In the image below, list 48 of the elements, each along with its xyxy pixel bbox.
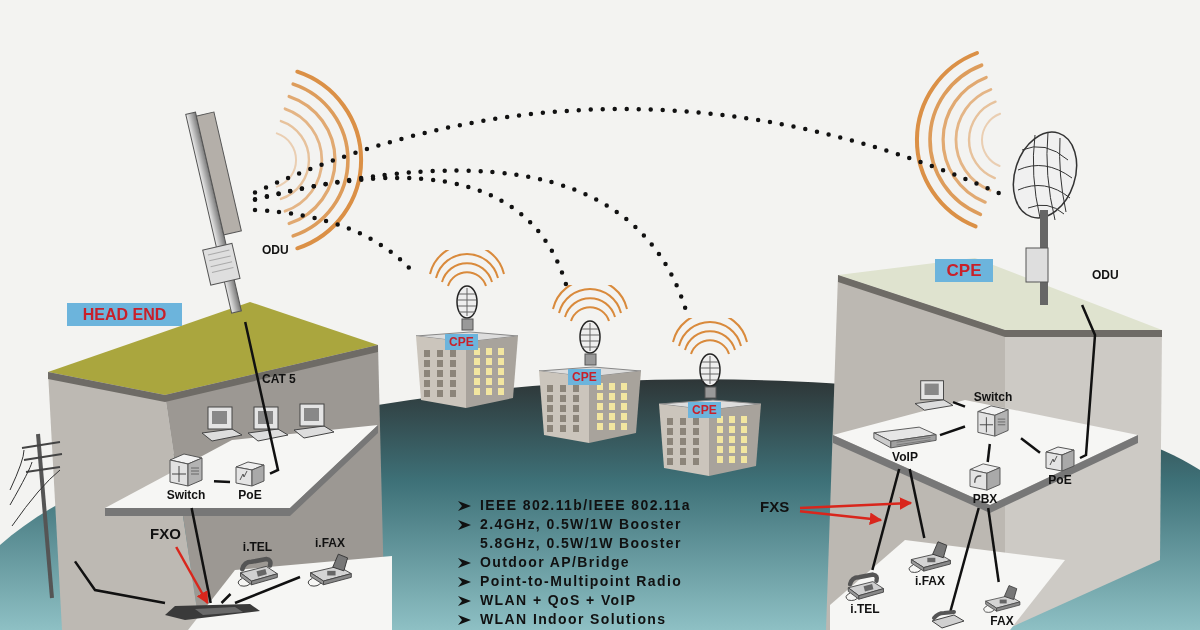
cable-line <box>939 425 966 437</box>
cable-line <box>986 507 1000 583</box>
radio-link-dotted-line <box>252 106 1003 196</box>
cable-line <box>952 400 966 408</box>
device-label: i.FAX <box>915 574 945 588</box>
device-label: PoE <box>1048 473 1072 487</box>
interface-label: FXS <box>760 498 800 520</box>
device-label: PoE <box>238 488 262 502</box>
feature-list-item: Point-to-Multipoint Radio <box>480 573 683 590</box>
cable-line <box>871 468 901 571</box>
location-tag: CPE <box>935 259 993 282</box>
device-label: Switch <box>973 390 1013 404</box>
interface-label: FXO <box>150 525 190 547</box>
device-label: i.TEL <box>850 602 880 616</box>
device-label: i.TEL <box>242 540 273 554</box>
cable-line <box>908 468 926 539</box>
location-tag: CPE <box>568 369 601 385</box>
cable-line <box>986 443 992 463</box>
feature-list-item: Outdoor AP/Bridge <box>480 554 631 571</box>
device-label: FAX <box>990 614 1014 628</box>
device-label: ODU <box>1092 268 1119 282</box>
cable-line <box>949 507 980 612</box>
cable-line <box>190 507 212 604</box>
device-label: PBX <box>972 492 998 506</box>
feature-list-item: 5.8GHz, 0.5W/1W Booster <box>480 535 682 552</box>
cable-line <box>220 593 232 604</box>
device-label: VoIP <box>892 450 918 464</box>
edge-label: CAT 5 <box>262 372 296 386</box>
device-label: ODU <box>262 243 289 257</box>
cable-line <box>213 480 231 484</box>
location-tag: CPE <box>688 402 721 418</box>
feature-list-item: WLAN + QoS + VoIP <box>480 592 637 609</box>
pointer-arrow <box>175 546 209 605</box>
pointer-arrow <box>799 509 883 525</box>
cable-line <box>234 575 301 605</box>
cable-line <box>1020 437 1041 454</box>
location-tag: HEAD END <box>67 303 182 326</box>
cable-line <box>243 321 280 475</box>
feature-list-item: WLAN Indoor Solutions <box>480 611 667 628</box>
pointer-arrow <box>799 497 913 510</box>
feature-list-item: 2.4GHz, 0.5W/1W Booster <box>480 516 682 533</box>
location-tag: CPE <box>445 334 478 350</box>
radio-link-dotted-line <box>252 175 569 288</box>
cable-line <box>1079 304 1097 460</box>
feature-list-item: IEEE 802.11b/IEEE 802.11a <box>480 497 691 514</box>
cable-line <box>73 560 166 605</box>
device-label: i.FAX <box>315 536 345 550</box>
device-label: Switch <box>166 488 206 502</box>
